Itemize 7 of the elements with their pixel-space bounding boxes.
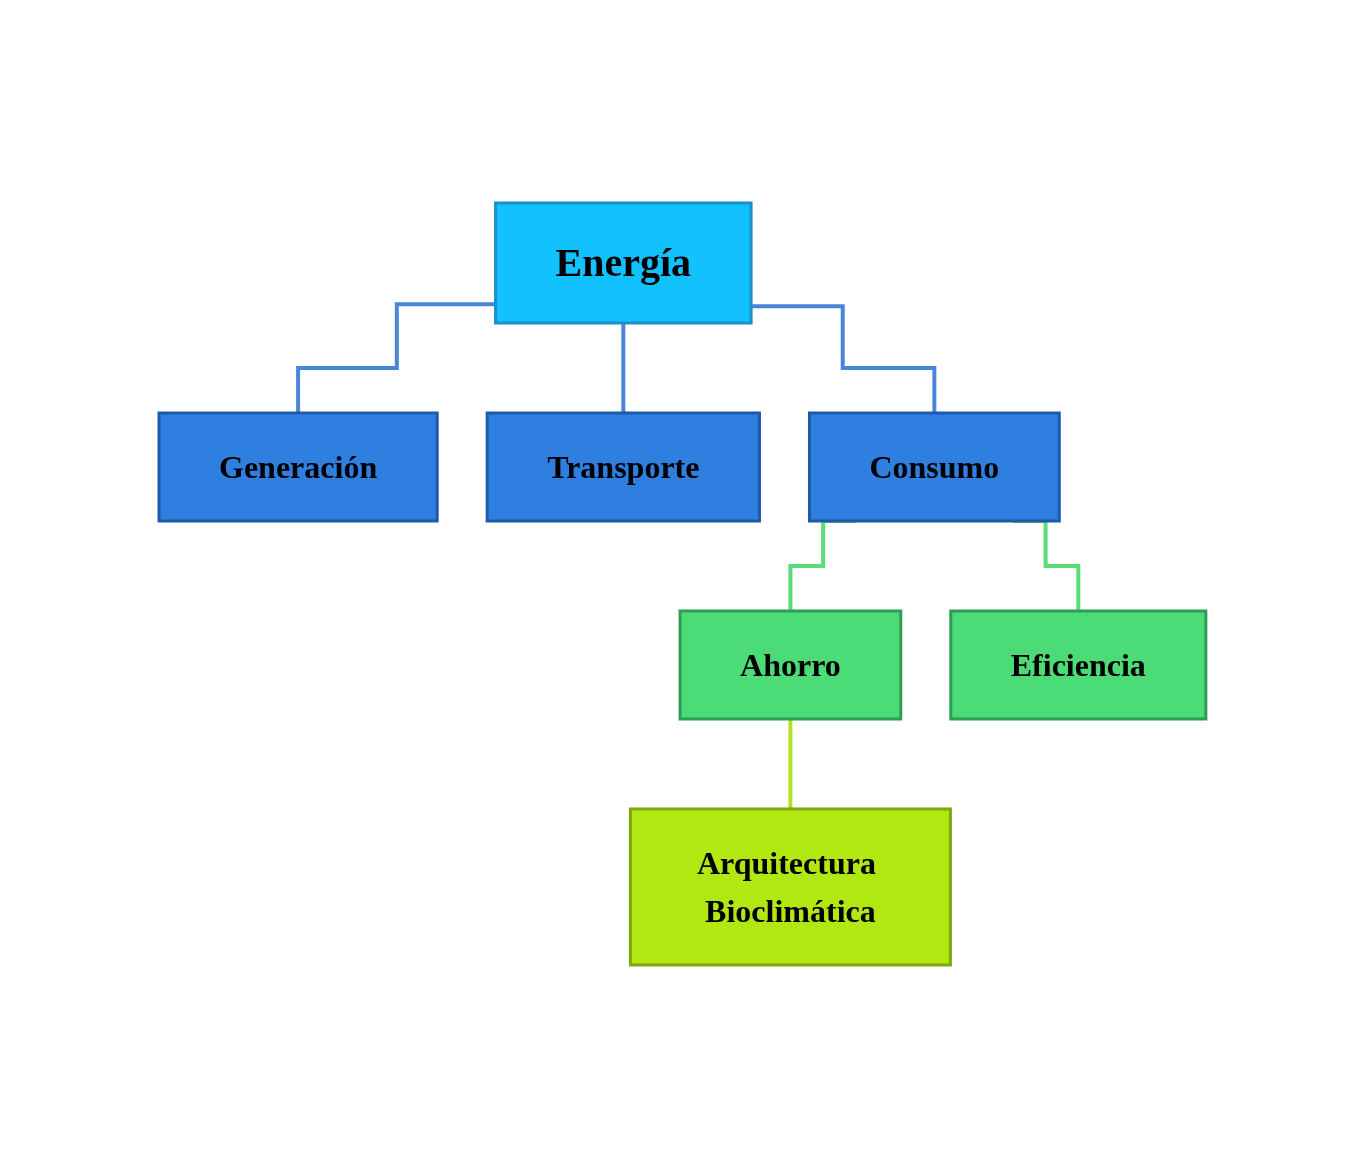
node-box: Ahorro <box>678 609 902 720</box>
node-box: Transporte <box>485 411 761 522</box>
node-box: Energía <box>493 201 753 324</box>
node-box: Arquitectura Bioclimática <box>628 807 952 966</box>
node-box: Eficiencia <box>948 609 1207 720</box>
node-box: Consumo <box>807 411 1061 522</box>
node-box: Generación <box>157 411 439 522</box>
